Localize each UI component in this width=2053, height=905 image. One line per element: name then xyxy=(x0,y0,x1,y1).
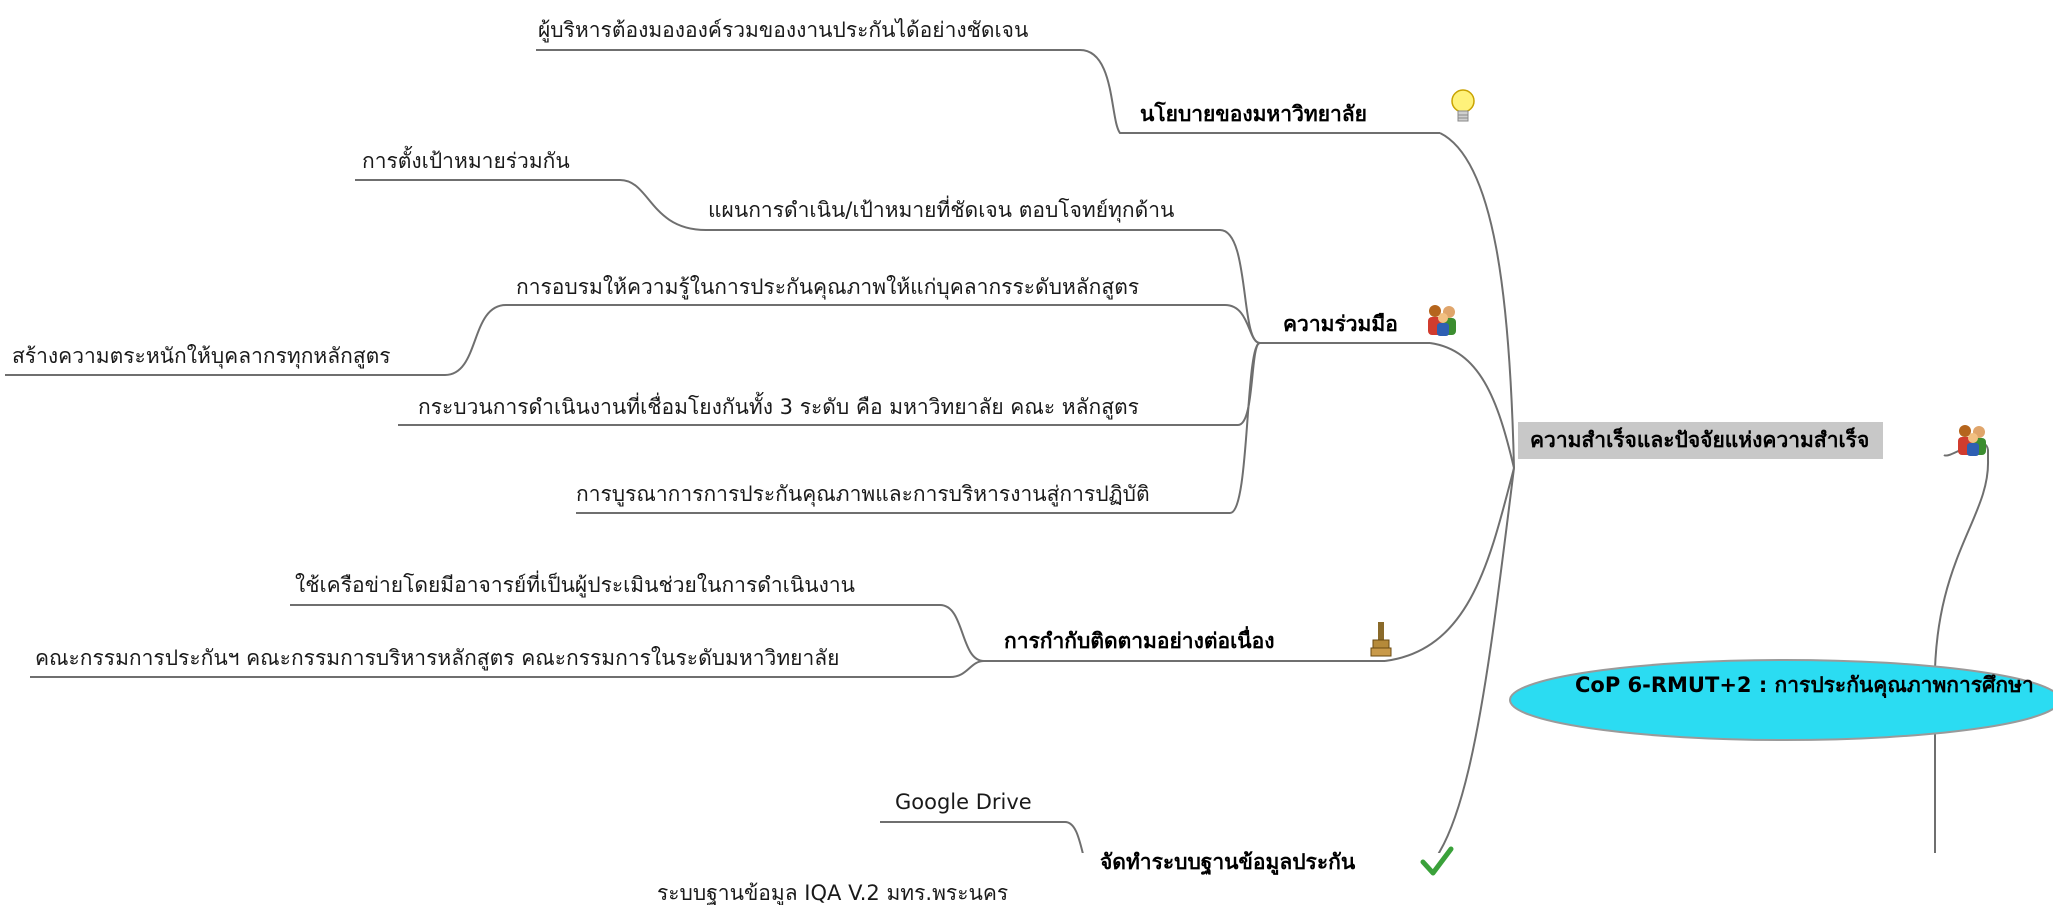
leaf-network[interactable]: ใช้เครือข่ายโดยมีอาจารย์ที่เป็นผู้ประเมิ… xyxy=(295,573,855,597)
people-icon xyxy=(1958,425,1986,456)
checkmark-icon xyxy=(1420,846,1454,876)
branch-monitoring[interactable]: การกำกับติดตามอย่างต่อเนื่อง xyxy=(1004,629,1275,653)
leaf-committees[interactable]: คณะกรรมการประกันฯ คณะกรรมการบริหารหลักสู… xyxy=(35,646,840,670)
connector-lines xyxy=(5,49,1990,853)
sub-linked-process[interactable]: กระบวนการดำเนินงานที่เชื่อมโยงกันทั้ง 3 … xyxy=(418,395,1139,419)
lightbulb-icon xyxy=(1451,89,1475,122)
hub-node[interactable]: ความสำเร็จและปัจจัยแห่งความสำเร็จ xyxy=(1518,422,1884,459)
leaf-google-drive[interactable]: Google Drive xyxy=(895,790,1032,814)
root-node-label[interactable]: CoP 6-RMUT+2 : การประกันคุณภาพการศึกษา xyxy=(1575,673,2034,697)
leaf-iqa-system[interactable]: ระบบฐานข้อมูล IQA V.2 มทร.พระนคร xyxy=(657,881,1009,905)
people-icon xyxy=(1428,305,1456,336)
root-node-shape xyxy=(1509,659,2053,741)
leaf-awareness[interactable]: สร้างความตระหนักให้บุคลากรทุกหลักสูตร xyxy=(12,344,391,368)
branch-cooperation[interactable]: ความร่วมมือ xyxy=(1283,312,1398,336)
sub-training[interactable]: การอบรมให้ความรู้ในการประกันคุณภาพให้แก่… xyxy=(516,275,1140,299)
sub-plan-goals[interactable]: แผนการดำเนิน/เป้าหมายที่ชัดเจน ตอบโจทย์ท… xyxy=(708,198,1175,222)
leaf-policy-1[interactable]: ผู้บริหารต้องมององค์รวมของงานประกันได้อย… xyxy=(538,18,1029,42)
branch-policy[interactable]: นโยบายของมหาวิทยาลัย xyxy=(1140,102,1367,126)
tool-icon xyxy=(1370,622,1392,657)
hub-node-label: ความสำเร็จและปัจจัยแห่งความสำเร็จ xyxy=(1530,428,1870,452)
branch-database[interactable]: จัดทำระบบฐานข้อมูลประกัน xyxy=(1100,850,1356,874)
sub-integration[interactable]: การบูรณาการการประกันคุณภาพและการบริหารงา… xyxy=(576,482,1150,506)
leaf-shared-goals[interactable]: การตั้งเป้าหมายร่วมกัน xyxy=(362,149,570,173)
